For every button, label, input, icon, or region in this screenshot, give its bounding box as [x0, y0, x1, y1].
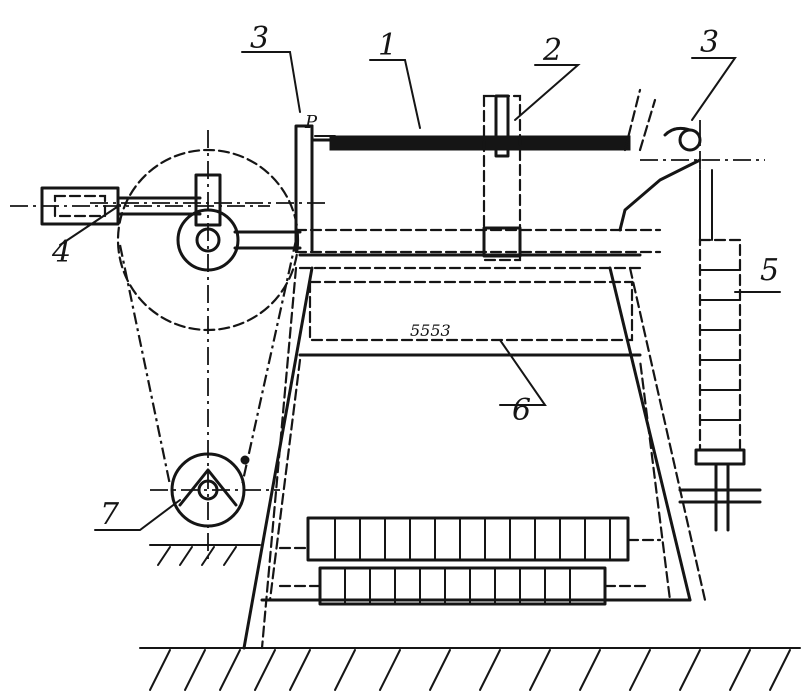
label-ruler-mark: 5553 — [410, 321, 451, 340]
frame — [242, 266, 707, 650]
leader-lines — [59, 51, 781, 531]
slide-rail — [294, 228, 662, 270]
label-5: 5 — [760, 253, 779, 288]
connecting-rod — [233, 230, 302, 250]
label-3-left: 3 — [250, 21, 269, 56]
large-pulley — [90, 130, 330, 560]
tension-bar — [314, 135, 631, 151]
part-labels: 3 1 2 3 4 5 6 7 P 5553 — [51, 21, 779, 532]
drive-belt — [118, 239, 298, 486]
weight-stack — [678, 169, 762, 532]
ground-hatching — [139, 544, 801, 691]
label-3-right: 3 — [700, 25, 719, 60]
label-2: 2 — [542, 33, 562, 68]
label-7: 7 — [100, 497, 120, 532]
lower-pulley — [150, 452, 280, 528]
clamp — [482, 94, 522, 262]
right-tensioner — [618, 88, 765, 232]
lower-springs — [278, 516, 662, 606]
label-6: 6 — [512, 393, 531, 428]
label-4: 4 — [51, 235, 71, 270]
label-1: 1 — [378, 28, 397, 63]
label-p-mark: P — [304, 112, 318, 133]
